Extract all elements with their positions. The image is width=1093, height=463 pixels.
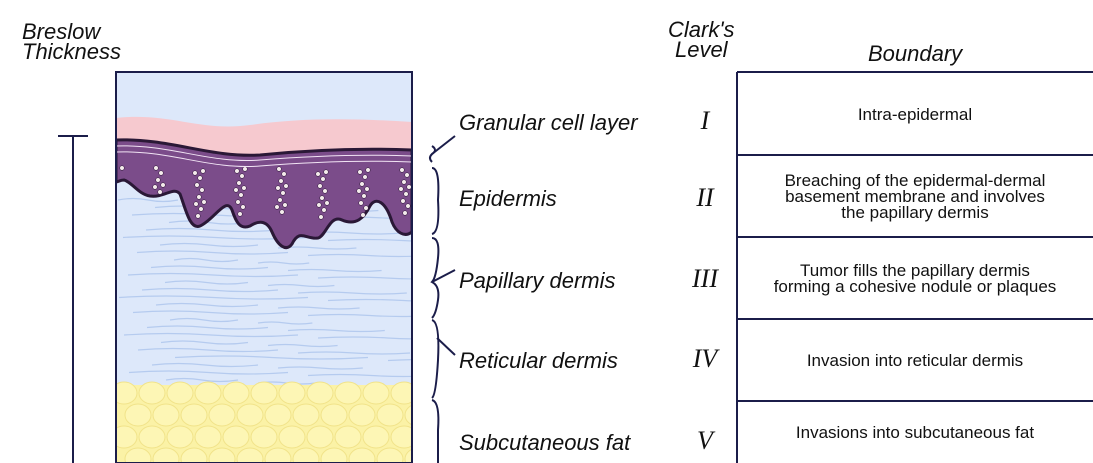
brace-subcutaneous (432, 400, 438, 463)
clark-level-iii: III (675, 264, 735, 294)
boundary-ii-line-3: the papillary dermis (785, 205, 1046, 221)
boundary-iii-line-2: forming a cohesive nodule or plaques (774, 279, 1057, 295)
clark-level-ii: II (675, 183, 735, 213)
layer-label-epidermis: Epidermis (459, 186, 557, 212)
brace-reticular (432, 320, 438, 398)
boundary-text-iv: Invasion into reticular dermis (807, 353, 1023, 369)
boundary-i-line-1: Intra-epidermal (858, 107, 972, 123)
boundary-text-iii: Tumor fills the papillary dermis forming… (774, 263, 1057, 295)
boundary-cell-i: Intra-epidermal (737, 74, 1093, 155)
clark-level-i: I (675, 106, 735, 136)
boundary-cell-ii: Breaching of the epidermal-dermal baseme… (737, 156, 1093, 237)
boundary-cell-iv: Invasion into reticular dermis (737, 320, 1093, 401)
clark-level-v: V (675, 426, 735, 456)
layer-label-granular: Granular cell layer (459, 110, 638, 136)
boundary-v-line-1: Invasions into subcutaneous fat (796, 425, 1034, 441)
layer-label-reticular: Reticular dermis (459, 348, 618, 374)
boundary-iv-line-1: Invasion into reticular dermis (807, 353, 1023, 369)
layer-label-subcutaneous: Subcutaneous fat (459, 430, 630, 456)
boundary-cell-v: Invasions into subcutaneous fat (737, 402, 1093, 463)
boundary-text-v: Invasions into subcutaneous fat (796, 425, 1034, 441)
fat-cells (111, 382, 431, 463)
breslow-thickness-bar (58, 136, 88, 463)
brace-epidermis (432, 168, 438, 234)
boundary-text-ii: Breaching of the epidermal-dermal baseme… (785, 173, 1046, 221)
layer-braces (430, 136, 455, 463)
boundary-text-i: Intra-epidermal (858, 107, 972, 123)
boundary-cell-iii: Tumor fills the papillary dermis forming… (737, 238, 1093, 319)
layer-label-papillary: Papillary dermis (459, 268, 616, 294)
brace-papillary (432, 238, 438, 318)
clark-level-iv: IV (675, 344, 735, 374)
